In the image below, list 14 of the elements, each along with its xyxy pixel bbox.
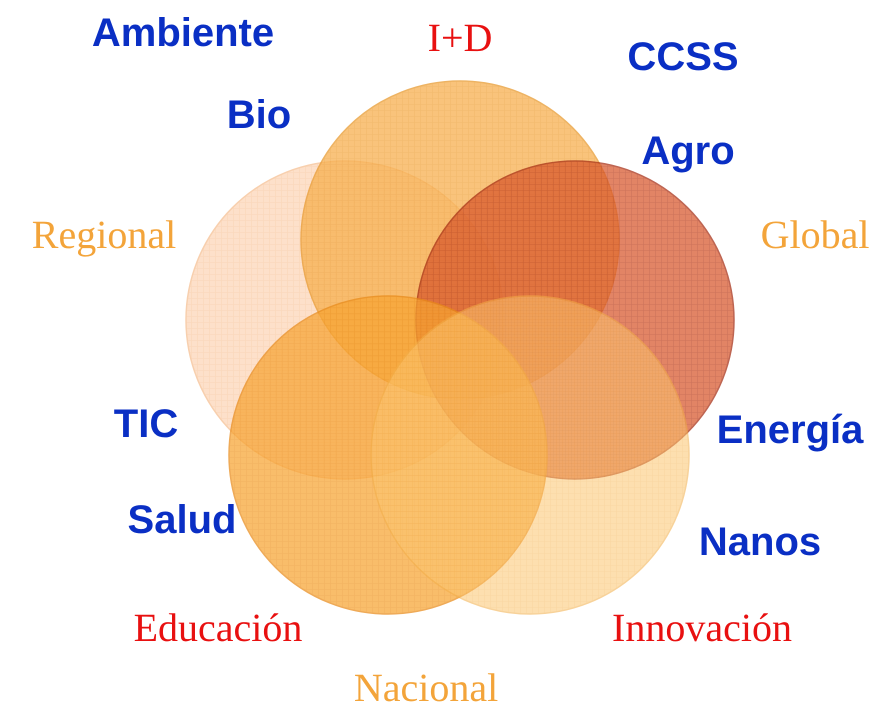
- category-label: TIC: [114, 404, 178, 444]
- category-label: Regional: [32, 215, 176, 255]
- category-label: Energía: [716, 410, 864, 450]
- category-label: Innovación: [612, 608, 792, 648]
- category-label: Salud: [128, 500, 236, 540]
- category-label: Ambiente: [92, 13, 274, 53]
- category-label: Nanos: [698, 522, 822, 562]
- category-label: Bio: [226, 95, 292, 135]
- category-label: I+D: [428, 18, 492, 58]
- category-label: Global: [760, 215, 870, 255]
- category-label: CCSS: [627, 37, 739, 77]
- category-label: Nacional: [354, 668, 498, 706]
- category-label: Educación: [134, 608, 302, 648]
- category-label: Agro: [641, 131, 735, 171]
